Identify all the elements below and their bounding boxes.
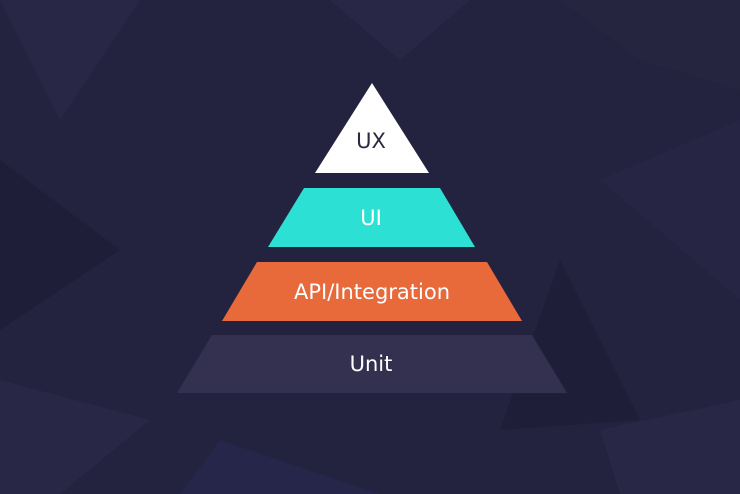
tier-ux-label: UX bbox=[356, 129, 386, 153]
bg-facet bbox=[180, 440, 380, 494]
tier-ux: UX bbox=[315, 83, 429, 173]
tier-api-integration: API/Integration bbox=[222, 262, 522, 321]
tier-ui-label: UI bbox=[360, 206, 382, 230]
tier-ux-shape bbox=[315, 83, 429, 173]
bg-facet bbox=[0, 160, 120, 330]
bg-facet bbox=[600, 400, 740, 494]
bg-facet bbox=[560, 0, 740, 90]
bg-facet bbox=[330, 0, 470, 60]
bg-facet bbox=[0, 380, 150, 494]
bg-facet bbox=[600, 120, 740, 300]
tier-api-integration-shape bbox=[222, 262, 522, 321]
tier-ui: UI bbox=[268, 188, 475, 247]
tier-ui-shape bbox=[268, 188, 475, 247]
tier-unit-label: Unit bbox=[350, 352, 393, 376]
bg-facet bbox=[0, 0, 140, 120]
tier-unit-shape bbox=[177, 335, 567, 393]
tier-unit: Unit bbox=[177, 335, 567, 393]
tier-api-integration-label: API/Integration bbox=[294, 280, 450, 304]
